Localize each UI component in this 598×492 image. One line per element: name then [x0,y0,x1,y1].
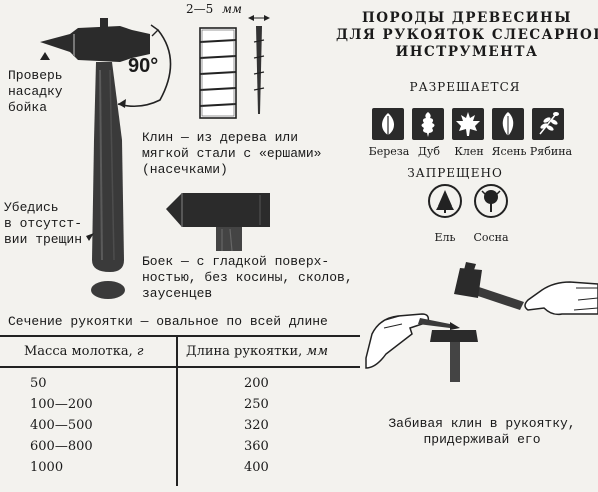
cell-mass: 400—500 [30,418,93,433]
forbidden-species-list: Ель Сосна [428,184,518,244]
table-row: 600—800 360 [0,439,360,457]
check-head-label: Проверь насадку бойка [8,68,63,115]
table-header-mass-label: Масса молотка, [24,344,133,359]
table-row: 100—200 250 [0,397,360,415]
check-crack-label: Убедись в отсутст- вии трещин [4,200,83,247]
species-ash-label: Ясень [491,145,527,158]
hammer-illustration [40,18,172,299]
table-body: 50 200 100—200 250 400—500 320 600—800 3… [0,370,360,486]
allowed-species-list: Береза Дуб Клен Ясень Р [369,108,572,162]
species-rowan-label: Рябина [529,145,573,158]
species-ash [492,108,526,140]
wedge-dimension: 2—5 мм [186,2,242,17]
table-header-length: Длина рукоятки, мм [186,344,328,360]
wedge-dimension-value: 2—5 [186,2,214,16]
cell-length: 250 [244,397,269,412]
wedge-description: Клин — из дерева или мягкой стали с «ерш… [142,130,322,177]
species-maple-label: Клен [454,145,484,158]
birch-leaf-icon [372,108,404,140]
table-header-length-unit: мм [306,344,328,359]
species-birch-label: Береза [368,145,410,158]
wood-species-title: ПОРОДЫ ДРЕВЕСИНЫ ДЛЯ РУКОЯТОК СЛЕСАРНОГО… [336,10,598,60]
table-header-length-label: Длина рукоятки, [186,344,303,359]
hammering-illustration [365,262,598,382]
species-maple [452,108,486,140]
cell-mass: 100—200 [30,397,93,412]
table-row: 50 200 [0,376,360,394]
cell-length: 360 [244,439,269,454]
cell-mass: 1000 [30,460,64,475]
cell-mass: 50 [30,376,47,391]
species-oak [412,108,446,140]
species-birch [372,108,406,140]
table-header-rule [0,366,360,368]
species-rowan [532,108,566,140]
cell-mass: 600—800 [30,439,93,454]
species-spruce-label: Ель [434,231,456,244]
pine-tree-icon [474,184,508,218]
allowed-label: РАЗРЕШАЕТСЯ [409,80,521,94]
wedge-dimension-unit: мм [222,2,242,16]
hammer-head-illustration [166,193,270,252]
maple-leaf-icon [452,108,484,140]
species-pine-label: Сосна [473,231,509,244]
table-column-divider [176,336,178,486]
section-title: Сечение рукоятки — овальное по всей длин… [8,314,328,329]
forbidden-label: ЗАПРЕЩЕНО [407,166,503,180]
cell-length: 400 [244,460,269,475]
table-header-mass-unit: г [136,344,144,359]
species-oak-label: Дуб [417,145,441,158]
rowan-leaf-icon [532,108,564,140]
tip-text: Забивая клин в рукоятку, придерживай его [388,416,576,447]
cell-length: 320 [244,418,269,433]
table-row: 400—500 320 [0,418,360,436]
table-row: 1000 400 [0,460,360,478]
hammer-angle-label: 90° [128,55,159,77]
spruce-tree-icon [428,184,462,218]
wedge-illustration [199,15,270,119]
table-top-rule [0,335,360,337]
hammer-head-description: Боек — с гладкой поверх- ностью, без кос… [142,254,353,301]
table-header-mass: Масса молотка, г [24,344,143,360]
oak-leaf-icon [412,108,444,140]
ash-leaf-icon [492,108,524,140]
cell-length: 200 [244,376,269,391]
